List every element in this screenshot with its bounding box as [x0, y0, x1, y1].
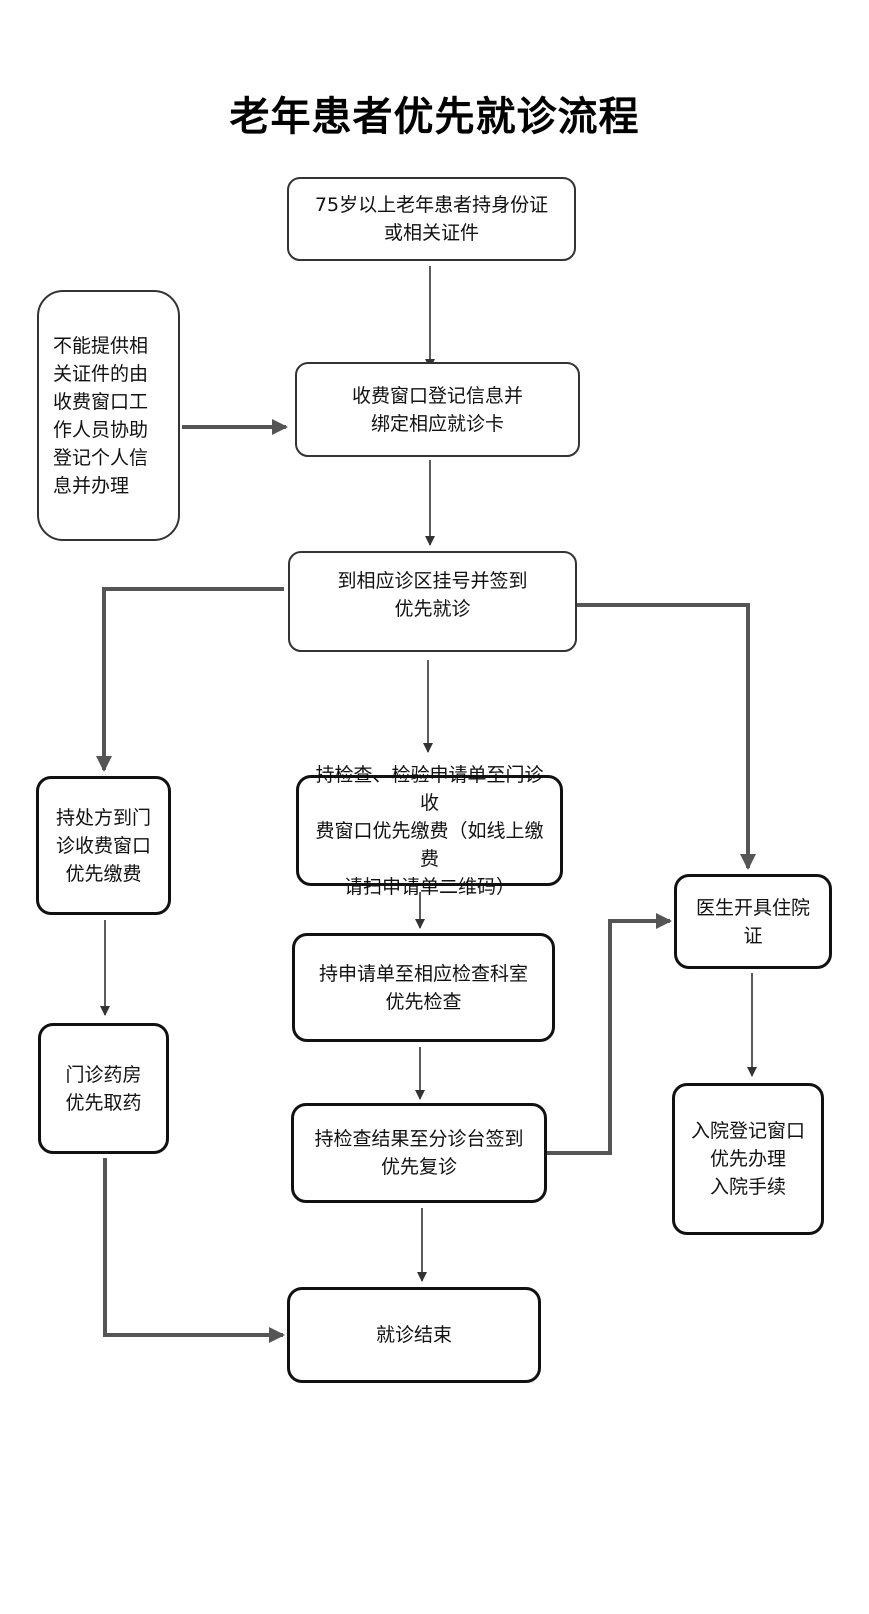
node-exam-pay-text: 持检查、检验申请单至门诊收 费窗口优先缴费（如线上缴费 请扫申请单二维码） — [315, 763, 544, 898]
node-admission-text: 入院登记窗口 优先办理 入院手续 — [690, 1120, 805, 1198]
node-result-revisit: 持检查结果至分诊台签到 优先复诊 — [291, 1103, 547, 1203]
arrow-signin-to-prescription — [96, 587, 284, 772]
node-start: 75岁以上老年患者持身份证 或相关证件 — [287, 177, 576, 261]
node-admission-cert: 医生开具住院证 — [674, 874, 832, 969]
node-prescription-pay-text: 持处方到门 诊收费窗口 优先缴费 — [55, 806, 151, 885]
node-end: 就诊结束 — [287, 1287, 541, 1383]
arrow-signin-to-admissioncert — [577, 603, 756, 870]
node-side-note-text: 不能提供相关证件的由收费窗口工作人员协助登记个人信息并办理 — [53, 334, 149, 497]
arrow-result-to-admissioncert — [547, 913, 672, 1155]
node-admission-cert-text: 医生开具住院证 — [695, 896, 810, 947]
node-prescription-pay: 持处方到门 诊收费窗口 优先缴费 — [36, 776, 171, 915]
page-title: 老年患者优先就诊流程 — [229, 94, 640, 140]
node-register: 收费窗口登记信息并 绑定相应就诊卡 — [295, 362, 580, 457]
node-result-revisit-text: 持检查结果至分诊台签到 优先复诊 — [314, 1128, 524, 1178]
node-pharmacy: 门诊药房 优先取药 — [38, 1023, 169, 1154]
arrow-pharmacy-to-end — [103, 1158, 285, 1343]
node-start-text: 75岁以上老年患者持身份证 或相关证件 — [314, 194, 549, 244]
node-exam-pay: 持检查、检验申请单至门诊收 费窗口优先缴费（如线上缴费 请扫申请单二维码） — [296, 764, 563, 898]
node-exam: 持申请单至相应检查科室 优先检查 — [292, 933, 555, 1042]
node-side-note: 不能提供相关证件的由收费窗口工作人员协助登记个人信息并办理 — [37, 290, 180, 541]
node-exam-text: 持申请单至相应检查科室 优先检查 — [318, 962, 528, 1013]
node-sign-in: 到相应诊区挂号并签到 优先就诊 — [288, 551, 577, 652]
node-sign-in-text: 到相应诊区挂号并签到 优先就诊 — [337, 570, 528, 620]
node-admission: 入院登记窗口 优先办理 入院手续 — [672, 1083, 824, 1235]
node-end-text: 就诊结束 — [375, 1324, 452, 1346]
node-pharmacy-text: 门诊药房 优先取药 — [65, 1063, 142, 1114]
node-register-text: 收费窗口登记信息并 绑定相应就诊卡 — [351, 384, 523, 435]
